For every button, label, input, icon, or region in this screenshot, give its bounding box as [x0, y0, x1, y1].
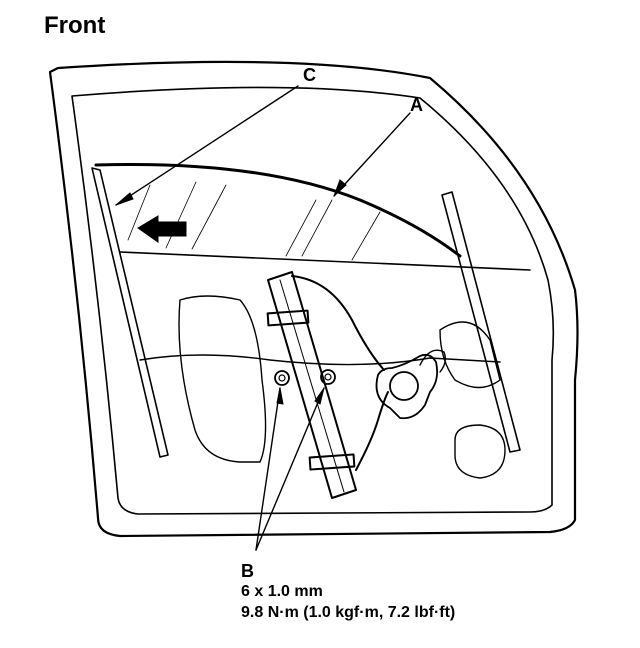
upper-glass-bracket — [266, 309, 310, 327]
callout-c-label: C — [303, 65, 316, 85]
front-direction-arrow-icon — [137, 215, 187, 243]
front-glass-run-channel — [91, 167, 169, 458]
leader-arrowhead-a — [333, 179, 347, 197]
leader-arrowhead-c — [115, 192, 134, 206]
bolt-torque-spec: 9.8 N·m (1.0 kgf·m, 7.2 lbf·ft) — [241, 604, 456, 621]
inner-panel-cutout-rear — [439, 321, 501, 389]
regulator-motor — [389, 371, 419, 401]
door-belt-line — [139, 354, 501, 366]
bolt-size-spec: 6 x 1.0 mm — [241, 583, 323, 600]
callout-b-label: B — [241, 561, 254, 581]
leader-arrowhead-b-rear — [314, 387, 325, 405]
bolt-icon — [320, 369, 336, 385]
glass-reflection-lines — [127, 181, 381, 261]
diagram-title: Front — [44, 12, 106, 39]
leader-line-c — [115, 85, 299, 206]
regulator-cable-upper — [291, 275, 385, 371]
leader-line-a — [333, 112, 411, 197]
window-regulator-assembly — [266, 271, 447, 499]
leader-arrowhead-b-front — [276, 387, 284, 405]
lower-glass-bracket — [308, 453, 356, 471]
door-inner-outline — [71, 86, 555, 515]
regulator-rail — [267, 271, 357, 499]
regulator-motor-housing — [375, 353, 439, 420]
inner-panel-cutout-front — [178, 295, 267, 463]
regulator-cable-lower — [355, 391, 389, 471]
callout-a-label: A — [410, 95, 423, 115]
inner-panel-cutout-lower — [454, 424, 506, 479]
bolt-icon — [274, 370, 290, 386]
rear-glass-run-channel — [441, 191, 521, 453]
motor-gear-cover — [419, 349, 447, 373]
leader-line-b-front — [255, 387, 281, 551]
door-outer-outline — [48, 60, 579, 538]
leader-line-b-rear — [255, 387, 325, 551]
window-glass-top-edge — [94, 162, 462, 258]
